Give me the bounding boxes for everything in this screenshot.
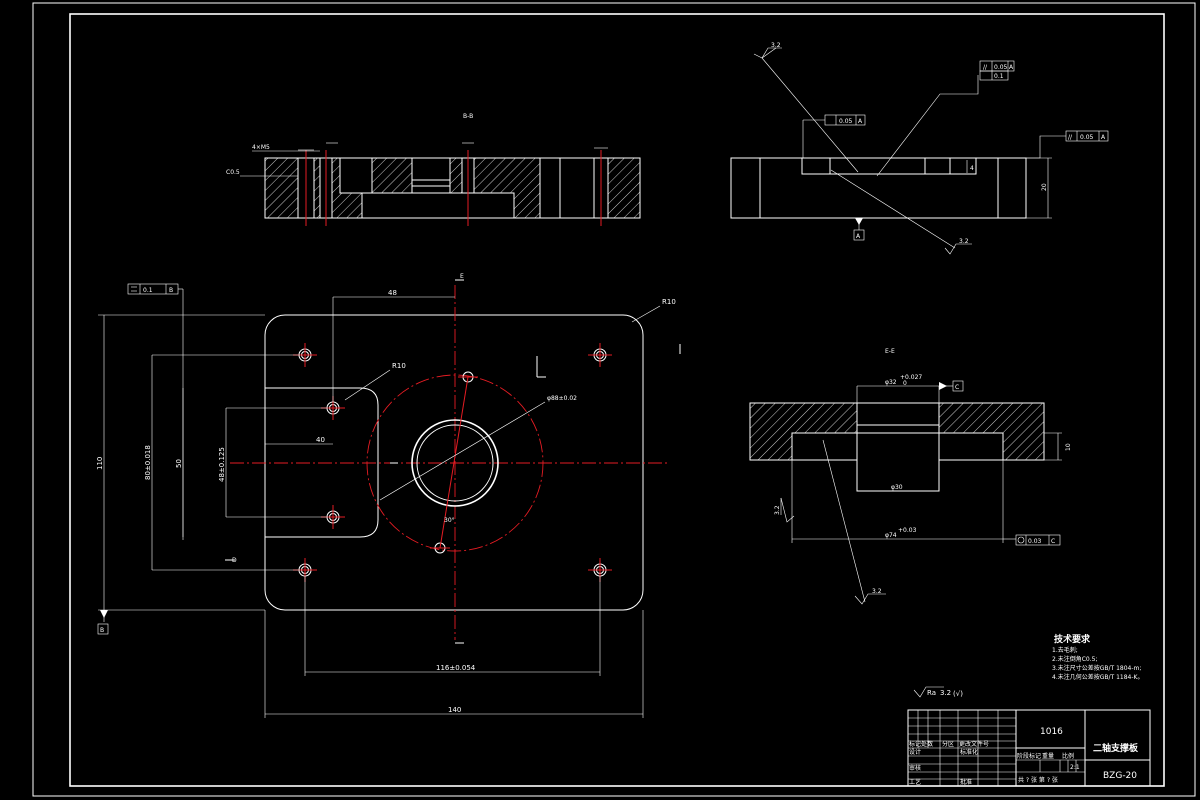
bolt-circle-dim: φ88±0.02 <box>547 395 577 402</box>
general-rough-value: 3.2 <box>940 689 951 697</box>
chamfer-callout: C0.5 <box>226 169 240 176</box>
tb-designer: 设计 <box>909 748 921 756</box>
title-block: 1016 二轴支撑板 BZG-20 标记处数 分区 更改文件号 设计 标准化 阶… <box>907 709 1151 787</box>
tb-drawing-no: BZG-20 <box>1103 771 1137 781</box>
dim-80: 80±0.018 <box>144 445 152 480</box>
section-bore-tol: +0.027 <box>900 374 922 381</box>
tb-sheets: 共 ? 张 第 ? 张 <box>1018 776 1058 784</box>
flatness-datum: B <box>169 287 173 294</box>
top-section-view: B-B C0.5 4×M5 <box>226 113 641 226</box>
general-rough-suffix: (√) <box>953 690 963 698</box>
tb-review: 审核 <box>909 764 921 772</box>
note-4: 4.未注几何公差按GB/T 1184-K。 <box>1052 673 1143 681</box>
plan-dimensions: 48 40 110 80±0.018 50 48±0.125 116±0.054 <box>96 273 681 718</box>
tb-standardized: 标准化 <box>960 748 978 756</box>
inner-border <box>69 13 1165 787</box>
tb-material: 1016 <box>1040 727 1063 737</box>
radius-r10-right: R10 <box>662 298 676 306</box>
technical-notes: 技术要求 1.去毛刺; 2.未注倒角C0.5; 3.未注尺寸公差按GB/T 18… <box>1052 633 1143 681</box>
section-bore-tol2: 0 <box>903 380 907 387</box>
top-section-label: B-B <box>463 113 473 120</box>
dim-48-tol: 48±0.125 <box>218 447 226 482</box>
general-roughness: Ra 3.2 (√) <box>913 686 963 698</box>
section-cyl-datum: C <box>1051 538 1055 545</box>
side-flatness-1: 0.1 <box>994 73 1004 80</box>
section-cyl: 0.03 <box>1028 538 1042 545</box>
angle-30: 30° <box>444 517 455 524</box>
note-3: 3.未注尺寸公差按GB/T 1804-m; <box>1052 664 1141 672</box>
tb-part-name: 二轴支撑板 <box>1093 742 1139 754</box>
section-ee-view: E-E C φ32 +0.027 0 φ30 φ74 +0.03 10 0.03 <box>749 348 1072 605</box>
dim-140: 140 <box>448 706 461 714</box>
side-rough-2: 3.2 <box>959 238 969 245</box>
side-datum-a: A <box>856 233 861 240</box>
plate-outline <box>264 314 644 611</box>
section-inner-dim: φ30 <box>891 484 903 491</box>
section-marker-e: E <box>460 273 464 280</box>
note-2: 2.未注倒角C0.5; <box>1052 655 1097 663</box>
side-rough-1: 3.2 <box>771 42 781 49</box>
svg-text://: // <box>1068 134 1073 141</box>
side-thickness: 4 <box>970 165 974 172</box>
general-rough-prefix: Ra <box>927 689 936 697</box>
tb-process: 工艺 <box>909 778 921 786</box>
dim-110: 110 <box>96 457 104 470</box>
side-perp: 0.05 <box>839 118 853 125</box>
radius-r10-left: R10 <box>392 362 406 370</box>
tb-scale: 比例 <box>1062 752 1074 760</box>
note-1: 1.去毛刺; <box>1052 646 1078 654</box>
section-bore-dim: φ32 <box>885 379 897 386</box>
side-parallel-1: 0.05 <box>994 64 1008 71</box>
section-datum-c: C <box>955 384 959 391</box>
side-parallel-1-datum: A <box>1009 64 1014 71</box>
section-rough-2: 3.2 <box>774 505 781 515</box>
tb-scale-value: 2:1 <box>1070 764 1080 771</box>
section-outer-dim: φ74 <box>885 532 897 539</box>
tb-weight: 重量 <box>1042 752 1054 760</box>
datum-b: B <box>100 627 104 634</box>
mounting-holes <box>293 343 612 582</box>
tb-row-zone: 分区 <box>942 740 954 748</box>
outer-border <box>32 2 1196 797</box>
bolt-circle <box>366 374 544 552</box>
section-ee-label: E-E <box>885 348 895 355</box>
section-outer-tol: +0.03 <box>898 527 917 534</box>
dim-40: 40 <box>316 436 325 444</box>
side-height: 20 <box>1041 183 1048 191</box>
main-plan-view: 48 40 110 80±0.018 50 48±0.125 116±0.054 <box>96 273 681 718</box>
section-rough: 3.2 <box>872 588 882 595</box>
side-parallel-2-datum: A <box>1101 134 1106 141</box>
holes-callout: 4×M5 <box>252 144 270 151</box>
tb-row-marks: 标记处数 <box>909 740 933 748</box>
dim-50: 50 <box>175 459 183 468</box>
svg-text://: // <box>983 64 988 71</box>
section-height: 10 <box>1065 443 1072 451</box>
flatness-value: 0.1 <box>143 287 153 294</box>
side-perp-datum: A <box>858 118 863 125</box>
dim-116: 116±0.054 <box>436 664 476 672</box>
tb-approved: 批准 <box>960 778 972 786</box>
tb-row-docno: 更改文件号 <box>959 740 989 748</box>
side-view: 4 20 3.2 3.2 0.05 A // 0.1 0.05 A // <box>730 42 1109 255</box>
tb-stage-mark: 阶段标记 <box>1017 752 1041 760</box>
notes-title: 技术要求 <box>1054 633 1091 645</box>
dim-48: 48 <box>388 289 397 297</box>
side-parallel-2: 0.05 <box>1080 134 1094 141</box>
